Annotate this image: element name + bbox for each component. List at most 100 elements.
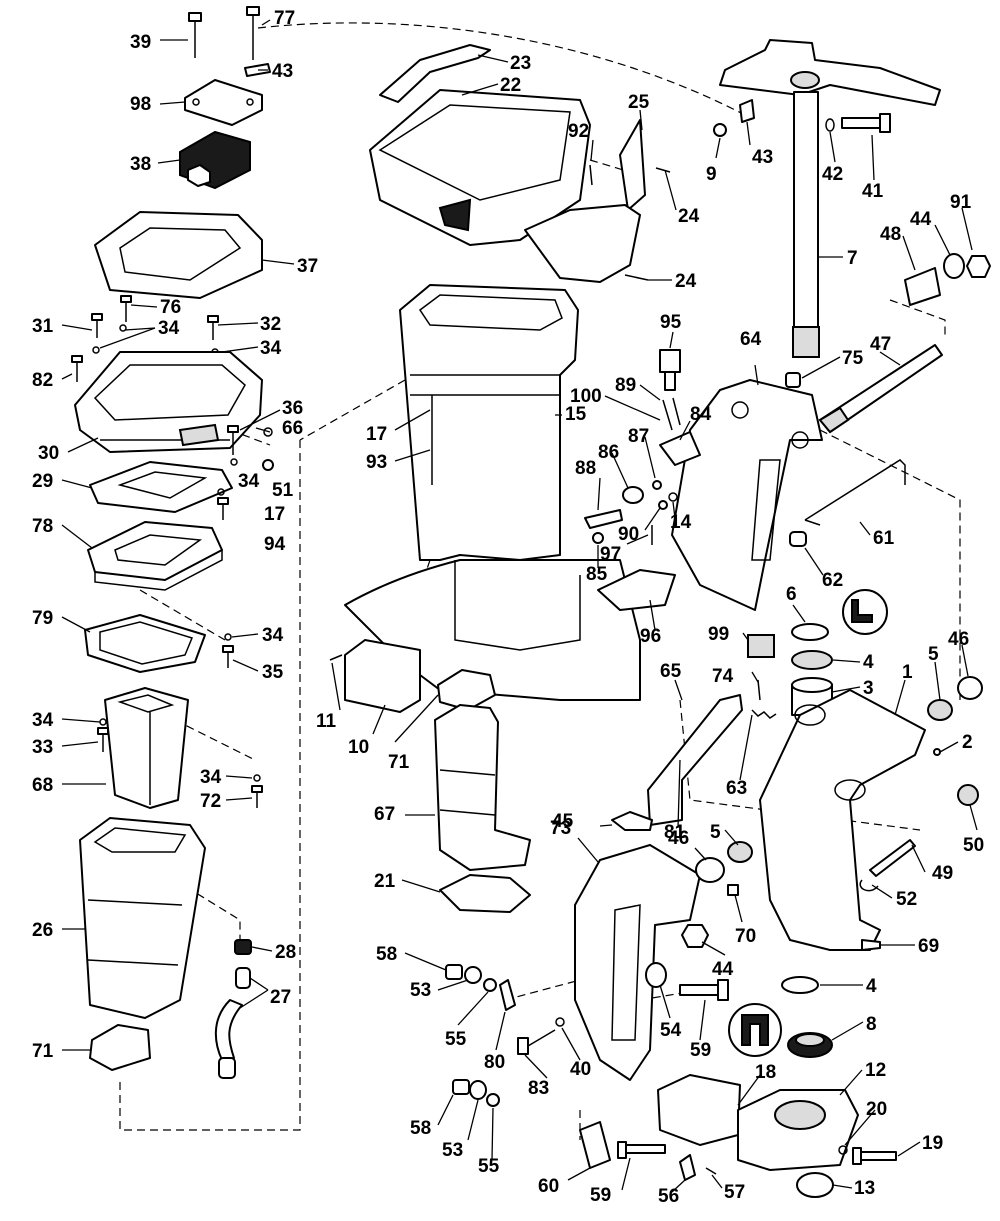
callout-93: 93 bbox=[366, 452, 387, 473]
callout-85: 85 bbox=[586, 564, 608, 585]
callout-63: 63 bbox=[726, 778, 747, 799]
callout-50: 50 bbox=[963, 835, 984, 856]
callout-95: 95 bbox=[660, 312, 682, 333]
spring-86-clip-87-88 bbox=[584, 480, 662, 529]
callout-42: 42 bbox=[822, 164, 843, 185]
bracket-43-upper-right bbox=[739, 99, 755, 123]
callout-56: 56 bbox=[658, 1186, 679, 1207]
callout-34: 34 bbox=[262, 625, 284, 646]
link-80 bbox=[499, 979, 516, 1011]
callout-94: 94 bbox=[264, 534, 286, 555]
bolt-94-and-washer bbox=[217, 488, 229, 520]
callout-68: 68 bbox=[32, 775, 53, 796]
spring-63 bbox=[751, 709, 777, 719]
plug-50 bbox=[957, 784, 979, 806]
callout-62: 62 bbox=[822, 570, 843, 591]
callout-19: 19 bbox=[922, 1133, 943, 1154]
seal-21 bbox=[439, 874, 531, 913]
washer-46-bushing-5-lower bbox=[695, 841, 753, 883]
callout-35: 35 bbox=[262, 662, 284, 683]
callout-59: 59 bbox=[690, 1040, 711, 1061]
callout-81: 81 bbox=[664, 822, 686, 843]
callout-5: 5 bbox=[928, 644, 939, 665]
callout-46: 46 bbox=[948, 629, 969, 650]
callout-34: 34 bbox=[260, 338, 282, 359]
hardware-90-14-97-85 bbox=[592, 492, 678, 545]
callout-17: 17 bbox=[366, 424, 387, 445]
callout-75: 75 bbox=[842, 348, 864, 369]
exhaust-tube-68 bbox=[104, 687, 189, 809]
nut-44-lower bbox=[681, 924, 709, 948]
plate-96 bbox=[597, 569, 676, 611]
callout-21: 21 bbox=[374, 871, 396, 892]
bracket-43-upper bbox=[244, 63, 271, 77]
callout-43: 43 bbox=[752, 147, 773, 168]
callout-38: 38 bbox=[130, 154, 151, 175]
callout-46: 46 bbox=[668, 828, 689, 849]
callout-70: 70 bbox=[735, 926, 756, 947]
callout-24: 24 bbox=[678, 206, 700, 227]
callout-90: 90 bbox=[618, 524, 639, 545]
bushing-4-seal-8 bbox=[781, 976, 833, 1058]
callout-1: 1 bbox=[902, 662, 913, 683]
callout-44: 44 bbox=[712, 959, 734, 980]
callout-71: 71 bbox=[32, 1041, 54, 1062]
callout-73: 73 bbox=[550, 818, 571, 839]
callout-64: 64 bbox=[740, 329, 762, 350]
callout-97: 97 bbox=[600, 544, 621, 565]
callout-59: 59 bbox=[590, 1185, 611, 1206]
callout-82: 82 bbox=[32, 370, 53, 391]
callout-20: 20 bbox=[866, 1099, 887, 1120]
block-99-screw-74 bbox=[747, 634, 775, 701]
callout-10: 10 bbox=[348, 737, 369, 758]
callout-61: 61 bbox=[873, 528, 895, 549]
callout-30: 30 bbox=[38, 443, 59, 464]
callout-9: 9 bbox=[706, 164, 717, 185]
plate-78 bbox=[87, 521, 223, 591]
callout-84: 84 bbox=[690, 404, 712, 425]
callout-12: 12 bbox=[865, 1060, 886, 1081]
cowl-section-24 bbox=[524, 204, 641, 283]
grommet-28-hose-27 bbox=[214, 939, 252, 1079]
adapter-plate-29 bbox=[89, 461, 233, 513]
callout-55: 55 bbox=[478, 1156, 500, 1177]
swivel-bracket-45 bbox=[574, 844, 701, 1081]
callout-98: 98 bbox=[130, 94, 151, 115]
bolt-77 bbox=[246, 6, 260, 60]
callout-53: 53 bbox=[410, 980, 431, 1001]
callout-76: 76 bbox=[160, 297, 181, 318]
callout-66: 66 bbox=[282, 418, 303, 439]
callout-83: 83 bbox=[528, 1078, 549, 1099]
callout-22: 22 bbox=[500, 75, 521, 96]
handle-23 bbox=[379, 44, 491, 103]
bracket-84-and-pins-89-100 bbox=[659, 397, 701, 466]
seal-71-lower bbox=[89, 1024, 151, 1071]
screw-11 bbox=[329, 654, 343, 661]
callout-51: 51 bbox=[272, 480, 294, 501]
callout-37: 37 bbox=[297, 256, 318, 277]
steering-arm-7 bbox=[719, 39, 941, 358]
callout-4: 4 bbox=[866, 976, 877, 997]
bolt-41-washer-42 bbox=[825, 113, 891, 133]
seal-71-upper bbox=[437, 669, 496, 711]
callout-28: 28 bbox=[275, 942, 296, 963]
callout-65: 65 bbox=[660, 661, 682, 682]
callout-79: 79 bbox=[32, 608, 53, 629]
callout-96: 96 bbox=[640, 626, 661, 647]
swivel-housing-12 bbox=[737, 1089, 859, 1171]
callout-6: 6 bbox=[786, 584, 797, 605]
mounting-plate-98 bbox=[184, 79, 263, 126]
callout-24: 24 bbox=[675, 271, 697, 292]
callout-45: 45 bbox=[552, 811, 574, 832]
callout-52: 52 bbox=[896, 889, 917, 910]
cover-plate-10 bbox=[344, 639, 421, 713]
callout-88: 88 bbox=[575, 458, 596, 479]
callout-87: 87 bbox=[628, 426, 649, 447]
bolt-83-washer-40 bbox=[517, 1017, 565, 1055]
seal-symbol-lower bbox=[728, 1003, 782, 1057]
callout-57: 57 bbox=[724, 1182, 745, 1203]
bolt-39 bbox=[188, 12, 202, 58]
callout-34: 34 bbox=[32, 710, 54, 731]
exhaust-housing-26 bbox=[79, 817, 206, 1019]
exhaust-tube-67 bbox=[434, 704, 531, 871]
